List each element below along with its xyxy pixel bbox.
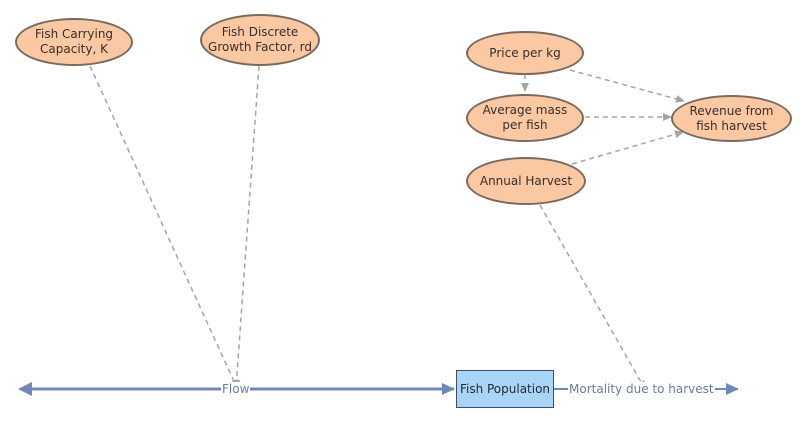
link-growth-factor-to-flow xyxy=(232,65,260,389)
stock-fish-population[interactable]: Fish Population xyxy=(456,370,554,408)
link-harvest-to-revenue xyxy=(571,130,684,165)
variable-revenue-from-fish-harvest[interactable]: Revenue from fish harvest xyxy=(671,95,792,142)
flow-source-arrowhead xyxy=(18,382,32,396)
variable-fish-carrying-capacity[interactable]: Fish Carrying Capacity, K xyxy=(15,18,133,66)
variable-average-mass-per-fish[interactable]: Average mass per fish xyxy=(466,94,584,142)
link-carrying-capacity-to-flow xyxy=(89,65,238,389)
flow-label-mortality-due-to-harvest[interactable]: Mortality due to harvest xyxy=(568,382,715,396)
link-price-to-revenue xyxy=(569,69,685,103)
variable-annual-harvest[interactable]: Annual Harvest xyxy=(466,157,586,205)
flow-label-flow[interactable]: Flow xyxy=(221,382,251,396)
variable-price-per-kg[interactable]: Price per kg xyxy=(466,31,584,75)
link-harvest-to-mortality xyxy=(539,204,646,390)
variable-fish-growth-factor[interactable]: Fish Discrete Growth Factor, rd xyxy=(200,14,320,66)
